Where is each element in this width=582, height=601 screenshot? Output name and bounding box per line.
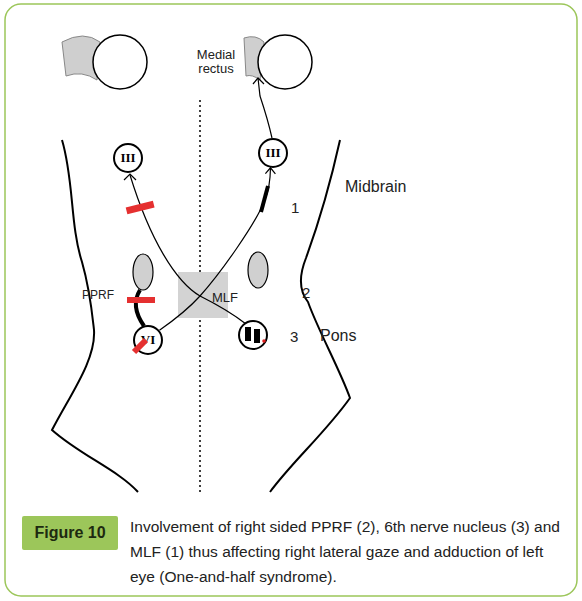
lesion-bar: [126, 201, 155, 215]
structure-label: Medial rectus: [186, 48, 246, 77]
nerve-terminal: [253, 78, 264, 84]
brainstem-outline: [270, 140, 350, 492]
right-eye: [258, 35, 312, 89]
figure-badge: Figure 10: [22, 516, 118, 550]
nucleus-circle: VI: [133, 325, 163, 355]
node-text: III: [265, 145, 280, 161]
lesion-bar: [134, 340, 146, 352]
structure-label: PPRF: [82, 289, 132, 302]
nerve-terminal: [124, 174, 136, 180]
left-eye: [93, 35, 147, 89]
structure-label: MLF: [212, 291, 252, 305]
nucleus-circle: III: [113, 143, 143, 173]
pprf-oval: [248, 252, 268, 288]
black-bar: [245, 327, 251, 341]
figure-frame: [5, 4, 577, 596]
nerve-line: [258, 78, 272, 138]
callout-number: 1: [291, 200, 305, 217]
node-text: III: [120, 150, 135, 166]
black-bar: [254, 329, 260, 343]
nucleus-circle: [239, 321, 267, 349]
region-label: Pons: [320, 327, 380, 345]
region-label: Midbrain: [345, 178, 435, 196]
pprf-pathway: [136, 290, 144, 326]
figure-caption: Involvement of right sided PPRF (2), 6th…: [130, 514, 560, 589]
brainstem-outline: [52, 140, 138, 492]
nucleus-circle: III: [258, 138, 288, 168]
callout-number: 3: [290, 329, 304, 346]
black-bar: [261, 186, 268, 212]
red-dot: [262, 339, 266, 343]
nerve-pathway: [159, 168, 270, 331]
lesion-bar: [127, 297, 155, 303]
node-text: VI: [141, 332, 155, 348]
node-text: Figure 10: [34, 524, 105, 542]
pprf-oval: [133, 254, 153, 290]
callout-number: 2: [302, 285, 316, 302]
